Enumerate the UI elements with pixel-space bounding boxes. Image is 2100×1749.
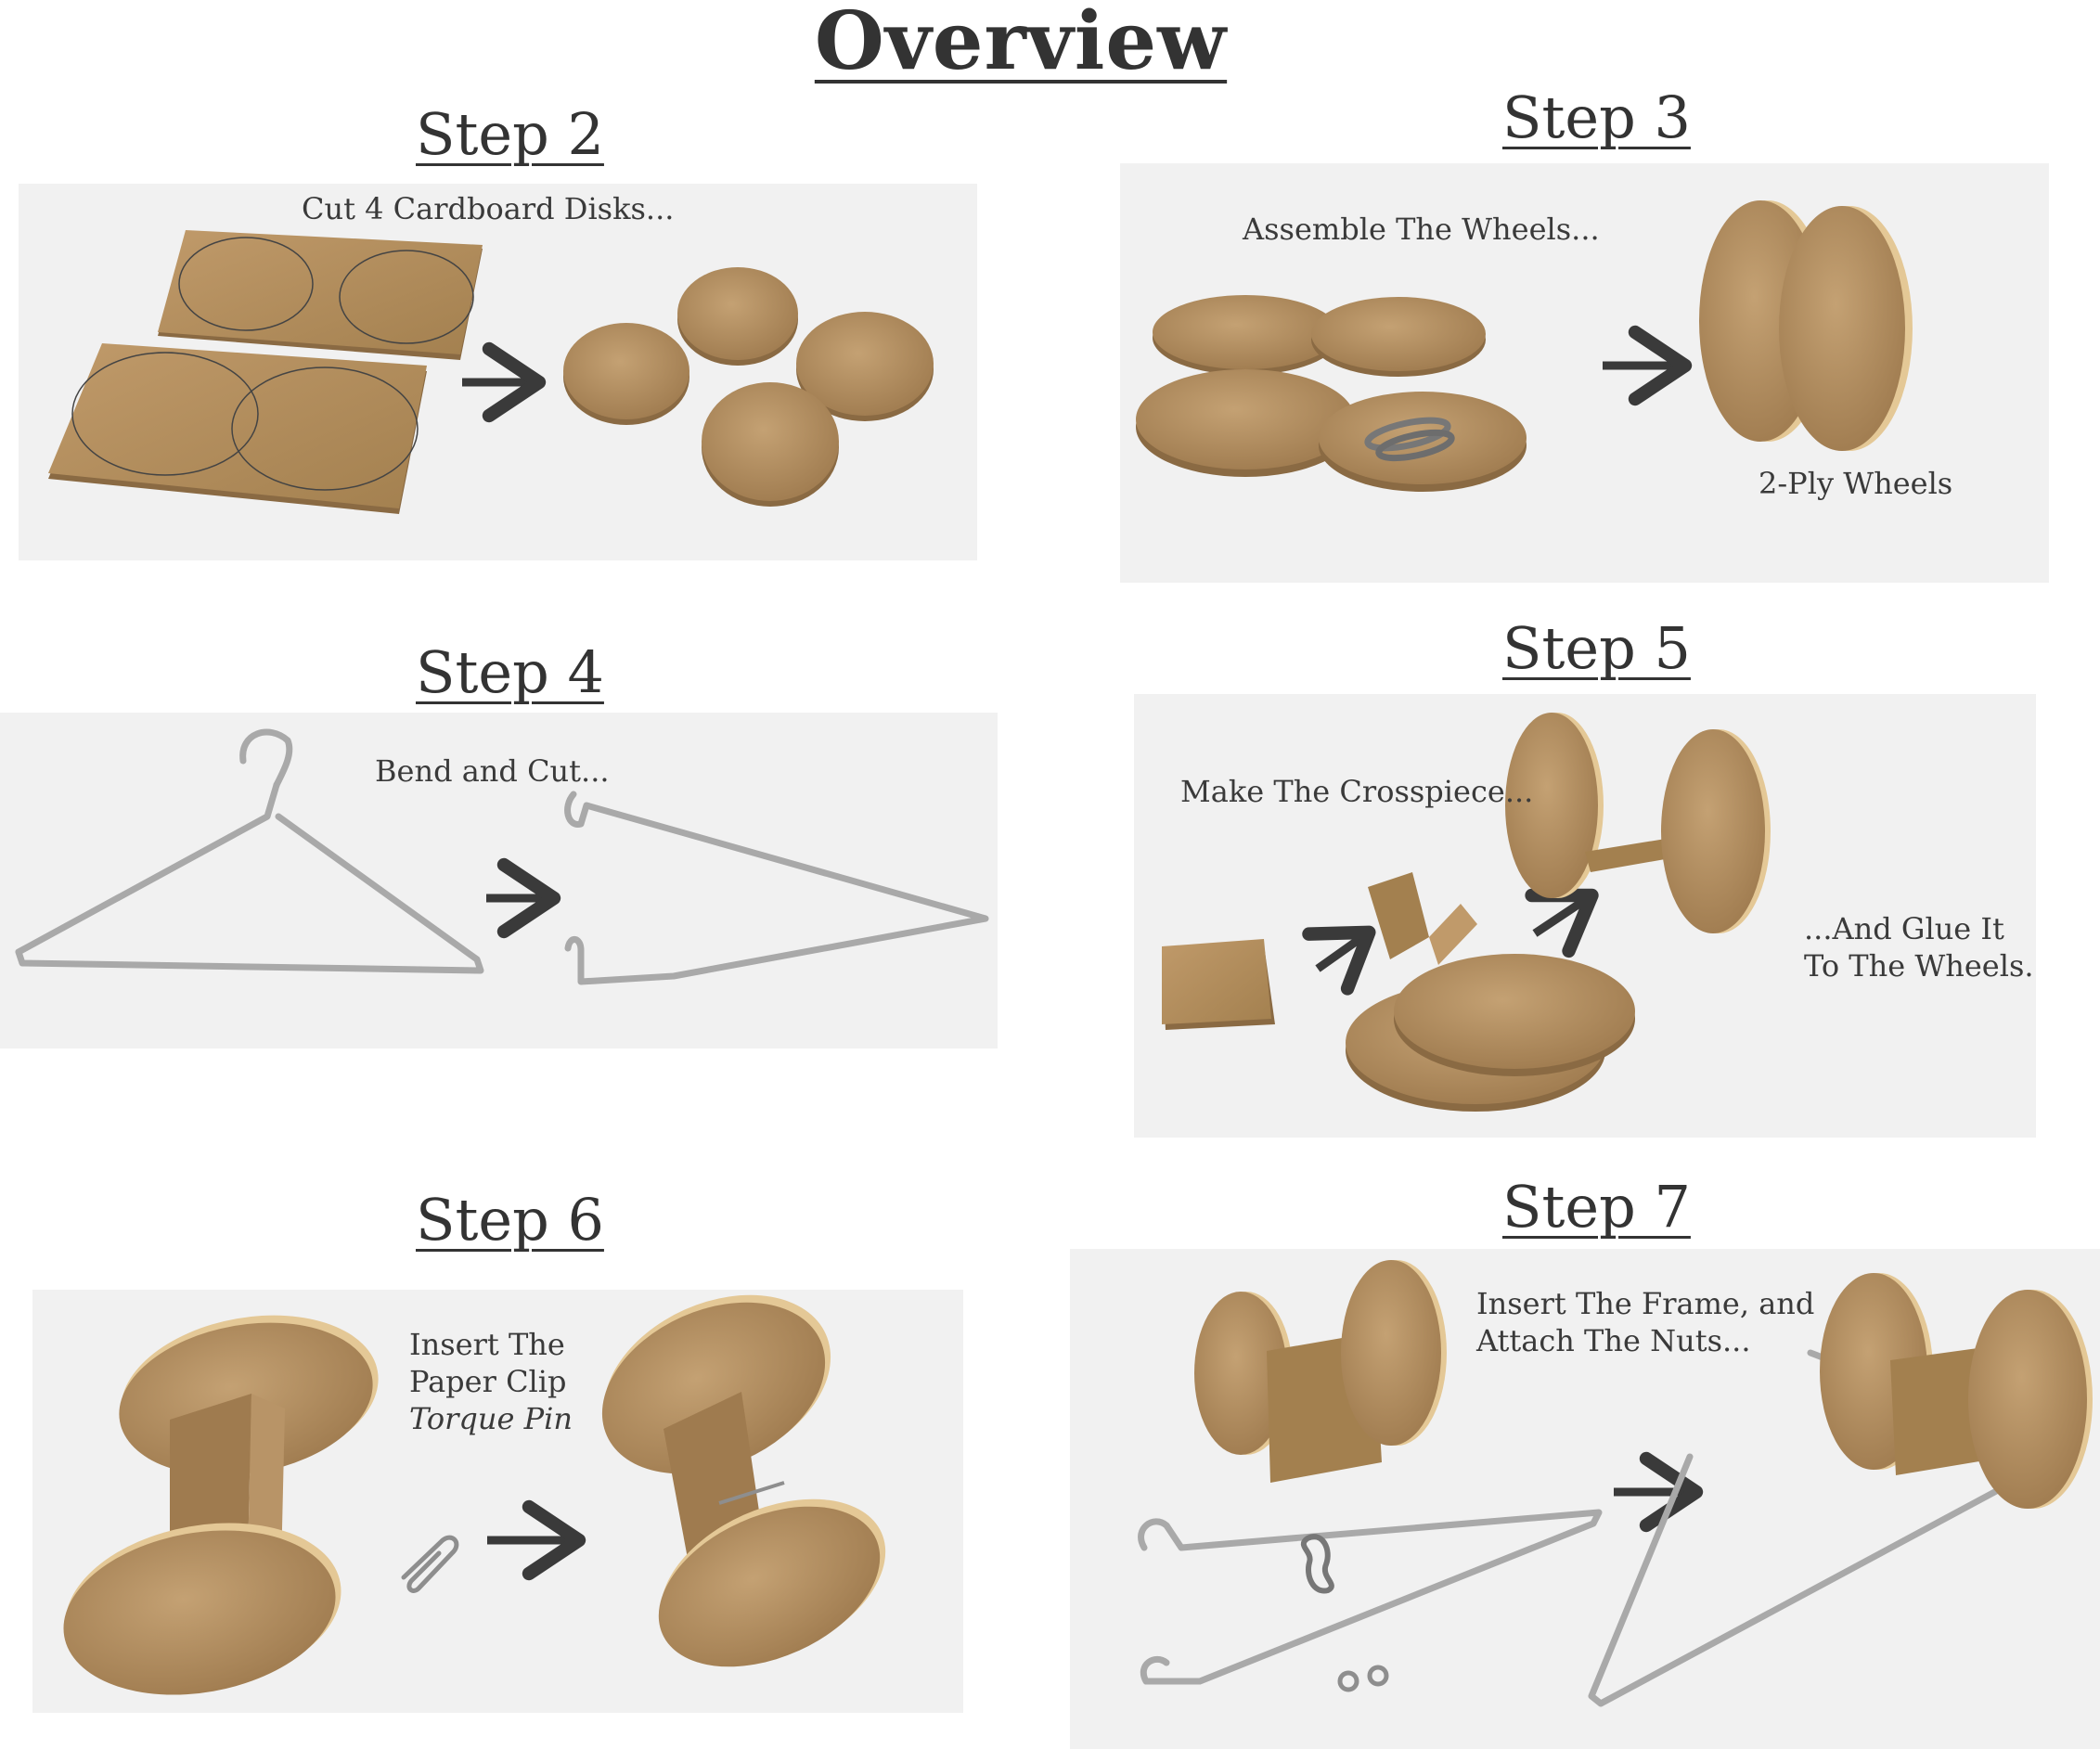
step-5-caption: Make The Crosspiece... [1180,774,1534,809]
step-7-illustration [1138,1260,2093,1707]
step-6-heading: Step 6 [416,1186,604,1254]
step-3-illustration [1136,200,1913,492]
step-7-panel: Insert The Frame, and Attach The Nuts... [1070,1249,2100,1749]
step-5-caption-2-line-1: ...And Glue It [1804,911,2004,946]
step-6-illustration [63,1294,886,1695]
step-7-caption-line-1: Insert The Frame, and [1476,1286,1815,1321]
step-4-panel: Bend and Cut... [0,713,998,1048]
step-5-caption-2-line-2: To The Wheels. [1804,948,2034,984]
step-6-panel: Insert The Paper Clip Torque Pin [32,1290,963,1713]
step-7-heading: Step 7 [1502,1173,1691,1241]
step-7-caption-line-2: Attach The Nuts... [1476,1323,1751,1358]
step-2-heading: Step 2 [416,100,604,168]
page-title: Overview [814,0,1228,88]
step-3-heading: Step 3 [1502,84,1691,151]
step-5-illustration [1162,713,1771,1112]
step-4-heading: Step 4 [416,638,604,706]
step-5-heading: Step 5 [1502,614,1691,682]
step-2-caption: Cut 4 Cardboard Disks... [302,191,675,226]
step-6-caption-line-3-wrap: Torque Pin [409,1399,573,1438]
step-6-caption-line-1: Insert The [409,1327,565,1362]
step-4-illustration [15,728,989,985]
step-5-panel: Make The Crosspiece... ...And Glue It To… [1134,694,2036,1138]
step-6-caption-line-2: Paper Clip [409,1364,567,1399]
step-3-panel: Assemble The Wheels... 2-Ply Wheels [1120,163,2049,583]
step-6-caption-line-3: Torque Pin [409,1401,573,1436]
step-3-caption: Assemble The Wheels... [1243,212,1600,247]
step-3-result-label: 2-Ply Wheels [1759,466,1953,501]
step-2-illustration [48,230,934,514]
step-4-caption: Bend and Cut... [375,753,610,789]
step-2-panel: Cut 4 Cardboard Disks... [19,184,977,560]
